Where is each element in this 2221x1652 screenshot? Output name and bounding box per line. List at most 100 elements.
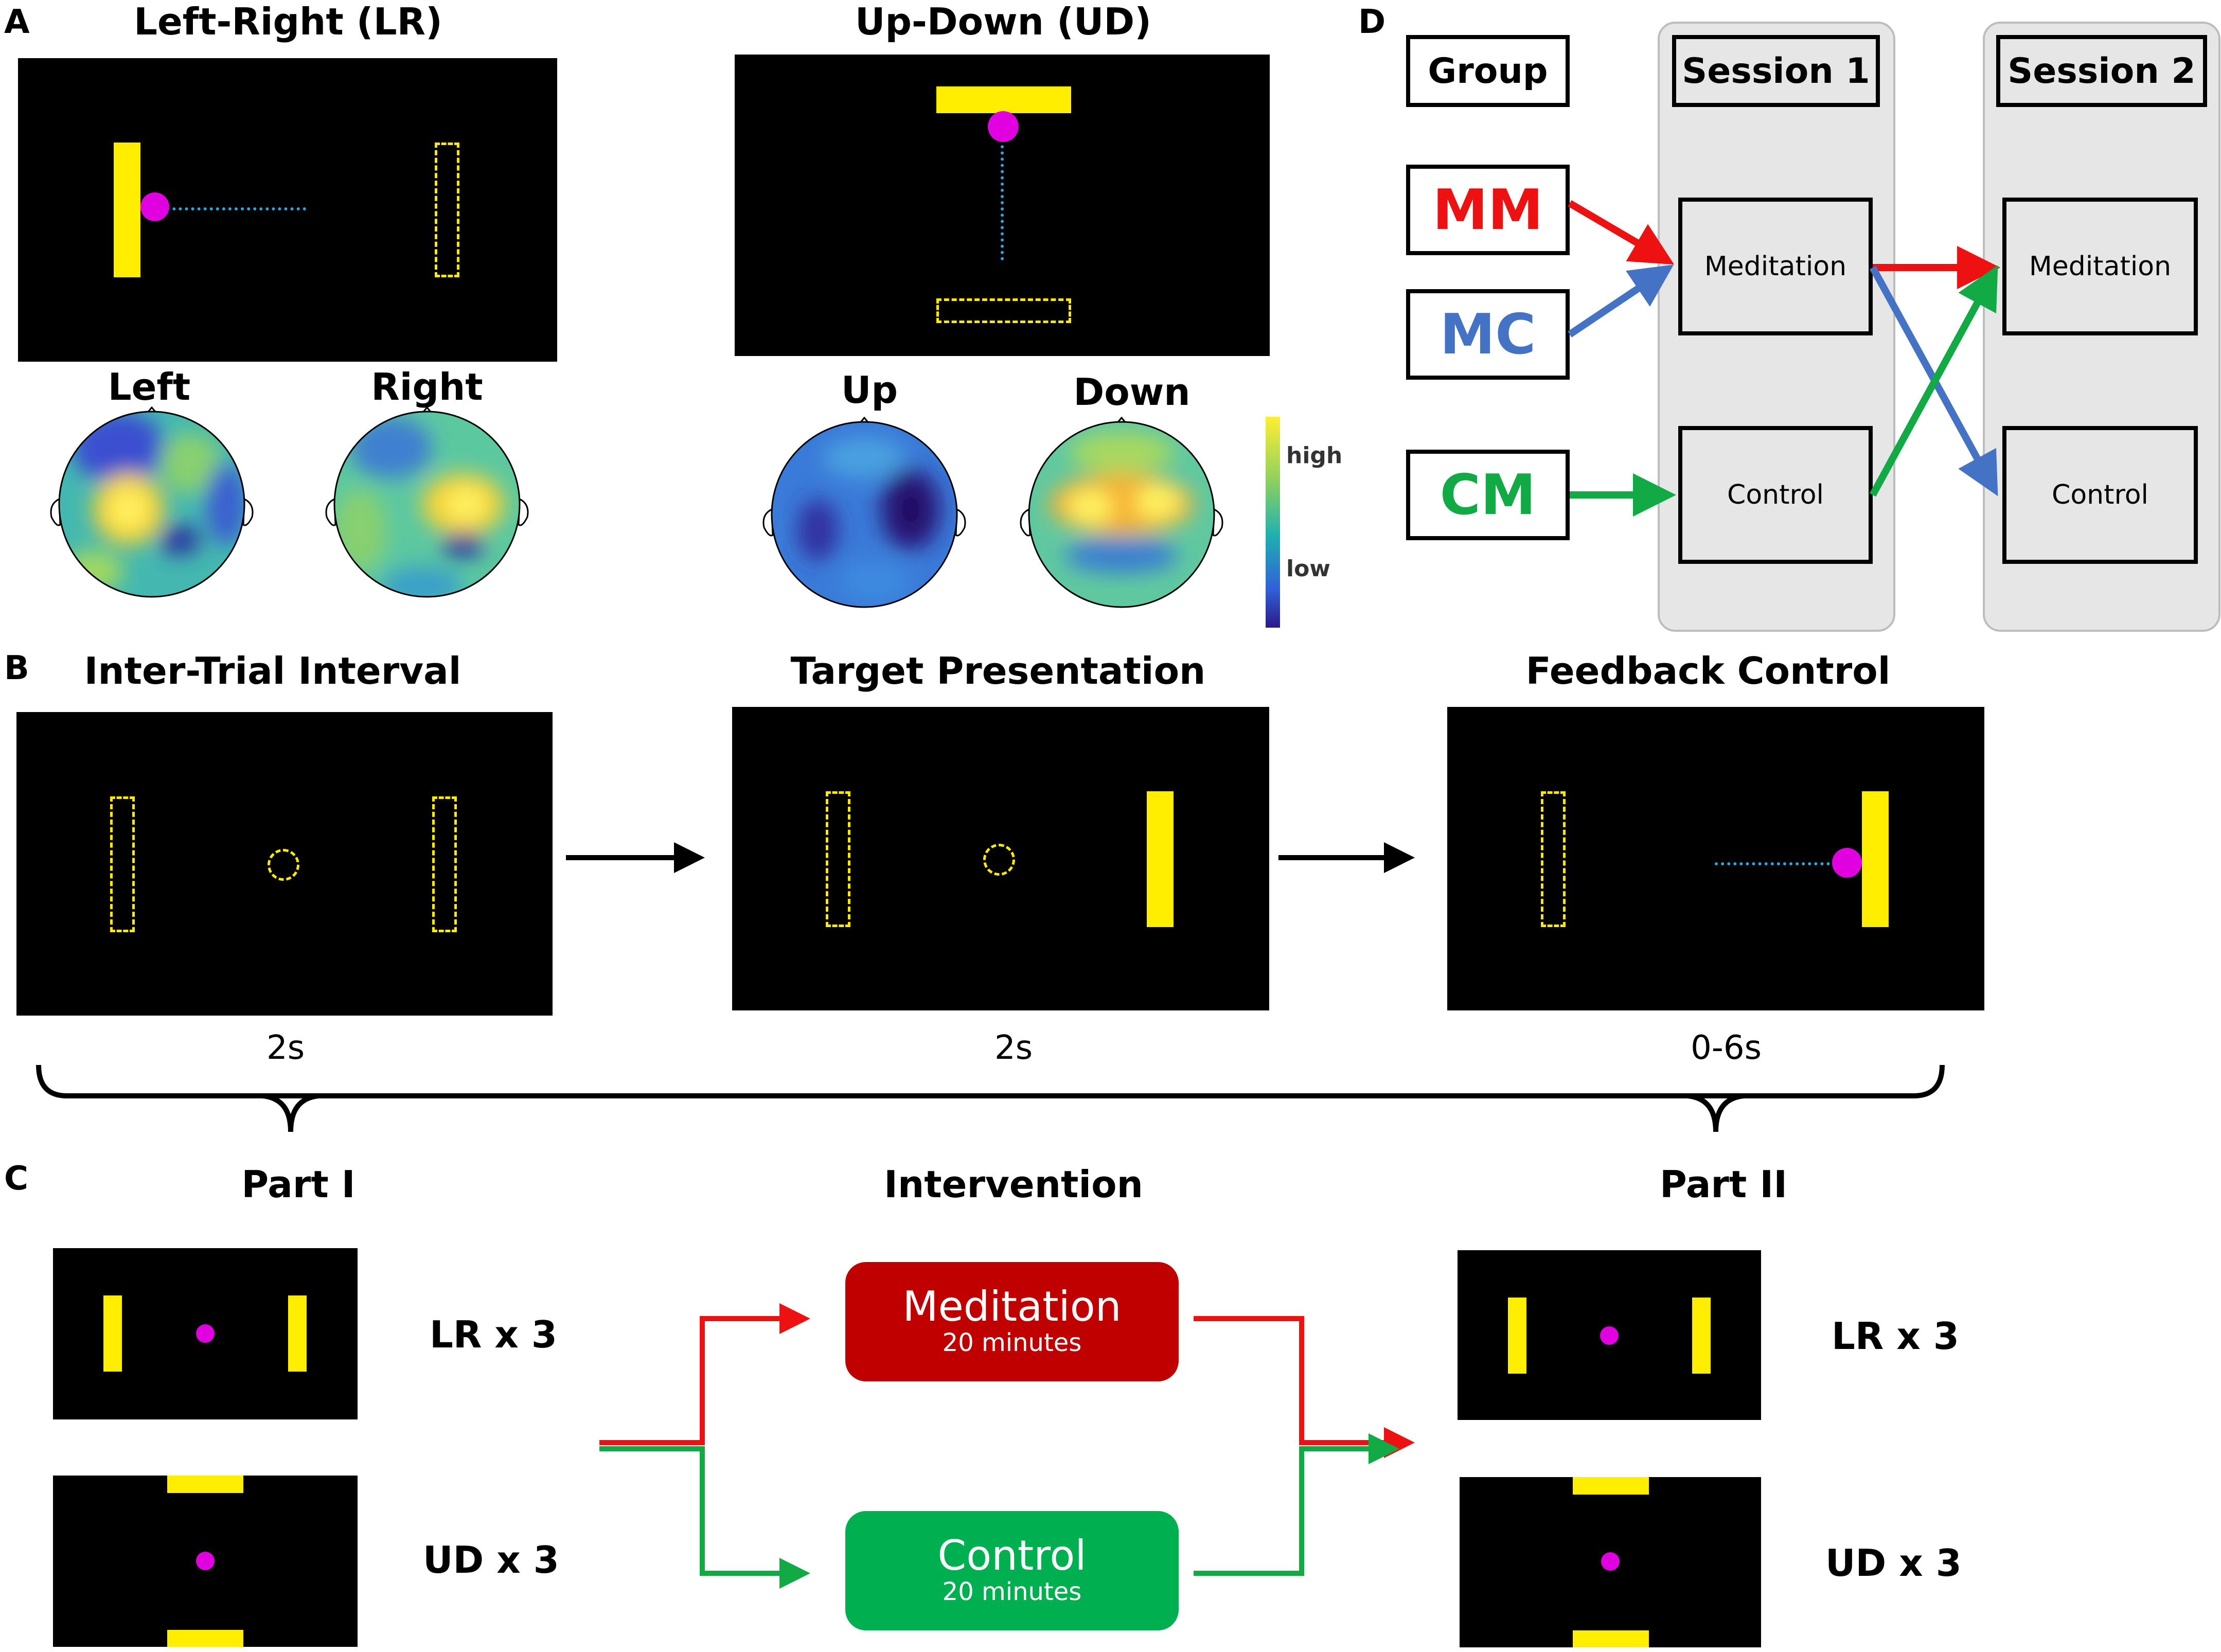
session2-header: Session 2	[1996, 35, 2207, 107]
lr-active-target	[114, 143, 140, 277]
target-outline-left	[826, 791, 850, 927]
cursor-dot	[1600, 1326, 1619, 1345]
target-screen	[732, 707, 1269, 1010]
iti-screen	[16, 712, 553, 1016]
meditation-duration: 20 minutes	[942, 1328, 1082, 1358]
control-block: Control 20 minutes	[845, 1511, 1179, 1630]
part1-lr-screen	[53, 1248, 358, 1419]
part2-ud-screen	[1460, 1477, 1761, 1647]
target-outline-right	[432, 796, 457, 932]
arrow-from-meditation	[1194, 1316, 1415, 1458]
fixation-outline	[268, 849, 299, 881]
cursor-dot	[1601, 1552, 1620, 1571]
cursor-dot	[1832, 848, 1862, 878]
topo-left-label: Left	[108, 365, 191, 408]
lr-target-right	[288, 1295, 307, 1372]
arrow-to-meditation	[599, 1303, 810, 1445]
step1-title: Inter-Trial Interval	[84, 649, 461, 692]
control-duration: 20 minutes	[942, 1577, 1082, 1607]
group-arrows	[1568, 200, 2000, 517]
feedback-screen	[1447, 707, 1984, 1010]
ud-active-target	[936, 86, 1071, 113]
intervention-title: Intervention	[884, 1163, 1143, 1206]
lr-title: Left-Right (LR)	[134, 0, 442, 43]
s2-control: Control	[2002, 426, 2198, 564]
part2-ud-label: UD x 3	[1825, 1541, 1962, 1585]
topomaps	[50, 406, 1280, 628]
part1-lr-label: LR x 3	[430, 1313, 557, 1356]
panel-letter-c: C	[4, 1160, 28, 1198]
colorbar-high-label: high	[1286, 442, 1343, 469]
arrow-to-control	[599, 1446, 810, 1589]
active-target-right	[1862, 791, 1889, 927]
arrow-mm-to-s1	[1568, 200, 1675, 265]
lr-target-left	[1508, 1298, 1526, 1374]
step2-time: 2s	[994, 1029, 1033, 1067]
lr-target-left	[103, 1295, 122, 1372]
cursor-dot	[196, 1324, 215, 1343]
group-mm: MM	[1406, 165, 1570, 255]
arrow-mc-to-s1	[1568, 264, 1674, 337]
meditation-block: Meditation 20 minutes	[845, 1262, 1179, 1381]
topo-right-label: Right	[371, 365, 483, 408]
step3-time: 0-6s	[1691, 1029, 1762, 1067]
meditation-label: Meditation	[902, 1283, 1122, 1331]
part1-title: Part I	[241, 1163, 356, 1206]
group-cm: CM	[1406, 450, 1570, 540]
s1-control: Control	[1678, 426, 1873, 564]
cursor-dot	[988, 111, 1019, 142]
control-label: Control	[937, 1532, 1087, 1580]
cursor-trace	[141, 207, 306, 210]
group-mc: MC	[1406, 289, 1570, 380]
topo-map-down	[1020, 416, 1223, 608]
colorbar-low-label: low	[1286, 556, 1330, 582]
ud-screen	[735, 55, 1270, 356]
part1-ud-label: UD x 3	[423, 1538, 559, 1582]
s1-meditation: Meditation	[1678, 198, 1873, 335]
part2-lr-label: LR x 3	[1832, 1315, 1959, 1358]
ud-inactive-target	[936, 298, 1071, 323]
arrow-s1-ctrl-to-s2-med	[1869, 265, 1998, 497]
topo-up-label: Up	[841, 368, 898, 412]
panel-letter-d: D	[1358, 3, 1386, 41]
step2-title: Target Presentation	[790, 649, 1206, 692]
cursor-dot	[196, 1552, 215, 1570]
topo-map-up	[762, 416, 966, 608]
lr-target-right	[1692, 1298, 1711, 1374]
brace-tip-right	[1687, 1093, 1745, 1132]
ud-target-bottom	[167, 1630, 243, 1647]
lr-screen	[18, 58, 557, 362]
ud-title: Up-Down (UD)	[855, 0, 1151, 43]
topo-map-left	[50, 406, 254, 598]
step3-title: Feedback Control	[1525, 649, 1891, 692]
target-outline-left	[1541, 791, 1566, 927]
part2-title: Part II	[1660, 1163, 1787, 1206]
active-target-right	[1147, 791, 1174, 927]
target-outline-left	[110, 796, 135, 932]
cursor-trace	[1001, 127, 1004, 260]
s2-meditation: Meditation	[2002, 198, 2198, 335]
arrow-from-control	[1194, 1433, 1399, 1576]
cursor-trace	[1715, 862, 1849, 865]
fixation-outline	[983, 844, 1015, 876]
arrow-s1-med-to-s2-ctrl	[1869, 265, 1998, 496]
topo-map-right	[325, 406, 529, 598]
intervention-arrows	[599, 1303, 1415, 1589]
session1-header: Session 1	[1672, 35, 1880, 107]
group-header: Group	[1406, 35, 1570, 107]
sequence-arrows	[36, 842, 1945, 1132]
topo-down-label: Down	[1073, 370, 1191, 414]
panel-letter-a: A	[4, 3, 30, 41]
colorbar	[1266, 417, 1280, 628]
ud-target-bottom	[1573, 1630, 1649, 1647]
lr-inactive-target	[435, 143, 459, 277]
ud-target-top	[1573, 1477, 1649, 1495]
brace-tip-left	[262, 1093, 319, 1132]
ud-target-top	[167, 1476, 243, 1493]
trial-brace	[36, 1064, 1945, 1098]
step1-time: 2s	[266, 1029, 305, 1067]
part1-ud-screen	[53, 1476, 358, 1647]
part2-lr-screen	[1458, 1250, 1761, 1420]
cursor-dot	[140, 192, 169, 221]
panel-letter-b: B	[4, 649, 29, 687]
